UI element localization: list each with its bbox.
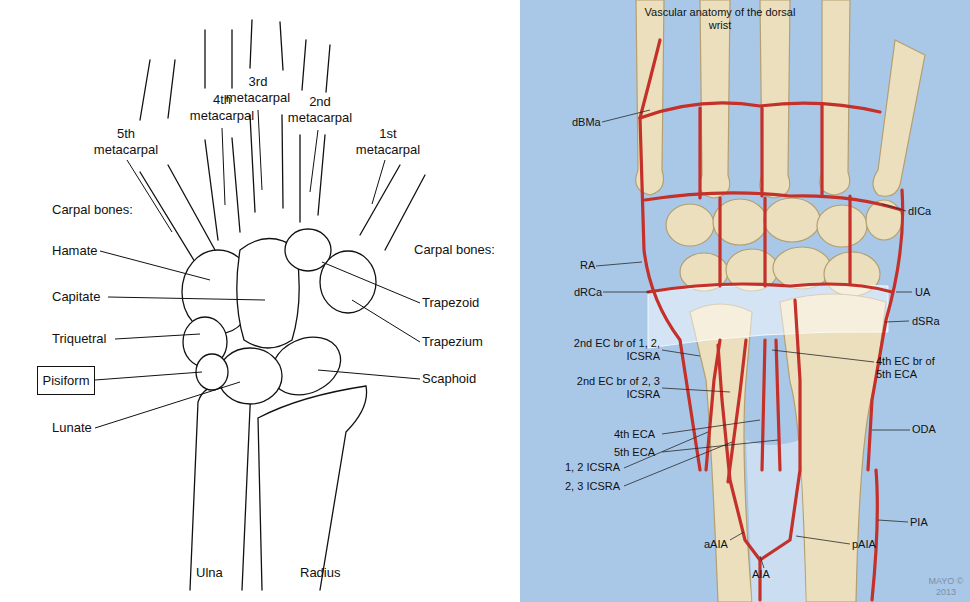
part-label: Trapezium bbox=[422, 334, 483, 350]
part-label: Carpal bones: bbox=[414, 242, 495, 258]
part-label: Scaphoid bbox=[422, 371, 476, 387]
part-label: Hamate bbox=[52, 243, 98, 259]
part-label: 1, 2 ICSRA bbox=[565, 461, 620, 474]
extensor-retinaculum bbox=[648, 284, 888, 348]
part-label: PIA bbox=[910, 516, 928, 529]
part-label: dSRa bbox=[912, 315, 940, 328]
part-label: dBMa bbox=[572, 116, 601, 129]
part-label: Trapezoid bbox=[422, 295, 479, 311]
part-label: Triquetral bbox=[52, 331, 106, 347]
leader-lines bbox=[95, 110, 420, 428]
part-label: ODA bbox=[912, 423, 936, 436]
part-label: 2nd EC br of 1, 2, ICSRA bbox=[572, 337, 660, 363]
part-label: MAYO © 2013 bbox=[926, 576, 966, 598]
part-label: Pisiform bbox=[43, 373, 90, 388]
part-label: 3rd metacarpal bbox=[222, 74, 294, 105]
part-label: 5th ECA bbox=[614, 446, 655, 459]
part-label: 1st metacarpal bbox=[352, 126, 424, 157]
part-label: dICa bbox=[908, 205, 931, 218]
part-label: 4th EC br of 5th ECA bbox=[876, 355, 940, 381]
panel-background bbox=[520, 0, 970, 602]
part-label: Radius bbox=[300, 565, 340, 581]
label-box: Pisiform bbox=[37, 366, 95, 395]
part-label: Capitate bbox=[52, 289, 100, 305]
part-label: UA bbox=[915, 286, 930, 299]
bone-line-drawing bbox=[140, 20, 425, 590]
part-label: Carpal bones: bbox=[52, 202, 133, 218]
carpal-bones bbox=[182, 229, 376, 406]
panel-title: Vascular anatomy of the dorsal wrist bbox=[640, 6, 800, 32]
part-label: AIA bbox=[752, 568, 770, 581]
part-label: dRCa bbox=[574, 286, 602, 299]
arteries bbox=[640, 40, 903, 600]
part-label: Lunate bbox=[52, 420, 92, 436]
part-label: pAIA bbox=[852, 538, 876, 551]
part-label: 4th ECA bbox=[614, 428, 655, 441]
part-label: RA bbox=[580, 259, 595, 272]
part-label: 2nd metacarpal bbox=[284, 94, 356, 125]
part-label: 2, 3 ICSRA bbox=[565, 480, 620, 493]
part-label: 2nd EC br of 2, 3 ICSRA bbox=[572, 375, 660, 401]
part-label: aAIA bbox=[704, 538, 728, 551]
dorsal-wrist-bones bbox=[636, 0, 925, 602]
part-label: 5th metacarpal bbox=[90, 126, 162, 157]
interosseous-membrane bbox=[746, 440, 806, 602]
part-label: Ulna bbox=[196, 565, 223, 581]
